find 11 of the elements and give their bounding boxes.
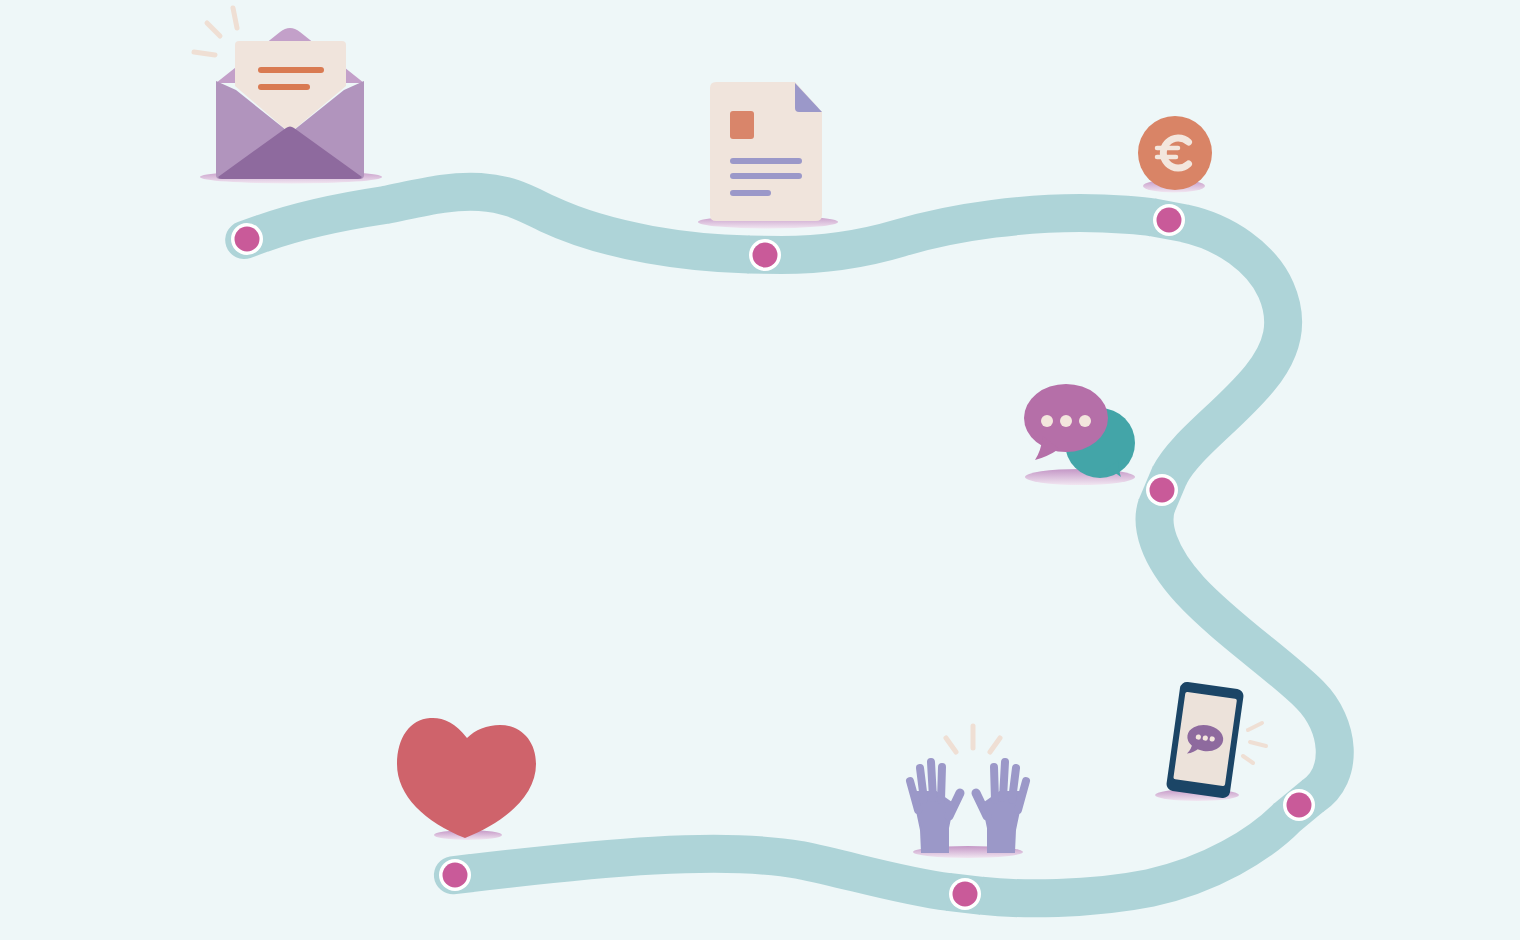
waypoint-dot [1153, 204, 1185, 236]
waypoint-dot [1283, 789, 1315, 821]
winding-road [1152, 204, 1303, 486]
waypoint-dot [231, 223, 263, 255]
winding-road [255, 172, 750, 274]
winding-road [979, 802, 1301, 918]
winding-road [1135, 500, 1354, 812]
waypoint-dot [1146, 474, 1178, 506]
waypoint-dot [439, 859, 471, 891]
winding-road [780, 194, 1156, 274]
winding-road [468, 834, 952, 911]
